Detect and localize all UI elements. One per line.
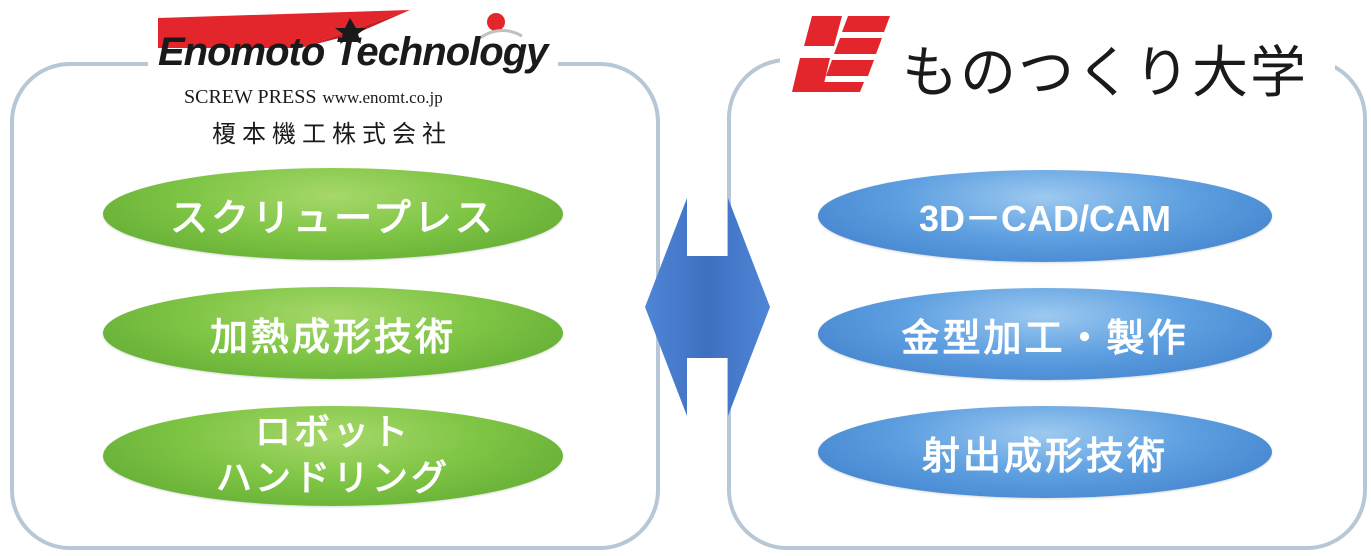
- item-label: 射出成形技術: [921, 433, 1168, 478]
- item-label-line-1: ロボット: [254, 412, 411, 453]
- item-injection-molding: 射出成形技術: [818, 406, 1272, 498]
- enomoto-product-text: SCREW PRESS: [184, 86, 317, 108]
- enomoto-logo: Enomoto Technology SCREW PRESS www.enomt.…: [150, 4, 550, 154]
- item-label-line-2: ハンドリング: [215, 458, 450, 499]
- double-arrow-icon: [645, 198, 770, 416]
- item-heat-molding: 加熱成形技術: [103, 287, 563, 379]
- monotsukuri-logo: ものつくり大学: [790, 8, 1330, 108]
- item-label: 3D－CAD/CAM: [918, 198, 1171, 239]
- monotsukuri-mark-icon: [792, 16, 890, 92]
- enomoto-logo-name: Enomoto Technology: [158, 30, 548, 74]
- enomoto-banner-icon: [158, 10, 523, 48]
- monotsukuri-logo-name: ものつくり大学: [902, 41, 1308, 106]
- item-label: 加熱成形技術: [209, 314, 456, 359]
- item-label: 金型加工・製作: [901, 315, 1189, 360]
- left-header-gap: [148, 50, 558, 80]
- item-label: スクリュープレス: [170, 195, 496, 240]
- enomoto-logo-subline: SCREW PRESS www.enomt.co.jp: [184, 86, 443, 109]
- enomoto-company-name: 榎本機工株式会社: [212, 120, 452, 148]
- item-robot-handling: ロボット ハンドリング: [103, 406, 563, 506]
- item-mold-processing: 金型加工・製作: [818, 288, 1272, 380]
- enomoto-url-text: www.enomt.co.jp: [322, 88, 443, 107]
- item-screw-press: スクリュープレス: [103, 168, 563, 260]
- item-3d-cad-cam: 3D－CAD/CAM: [818, 170, 1272, 262]
